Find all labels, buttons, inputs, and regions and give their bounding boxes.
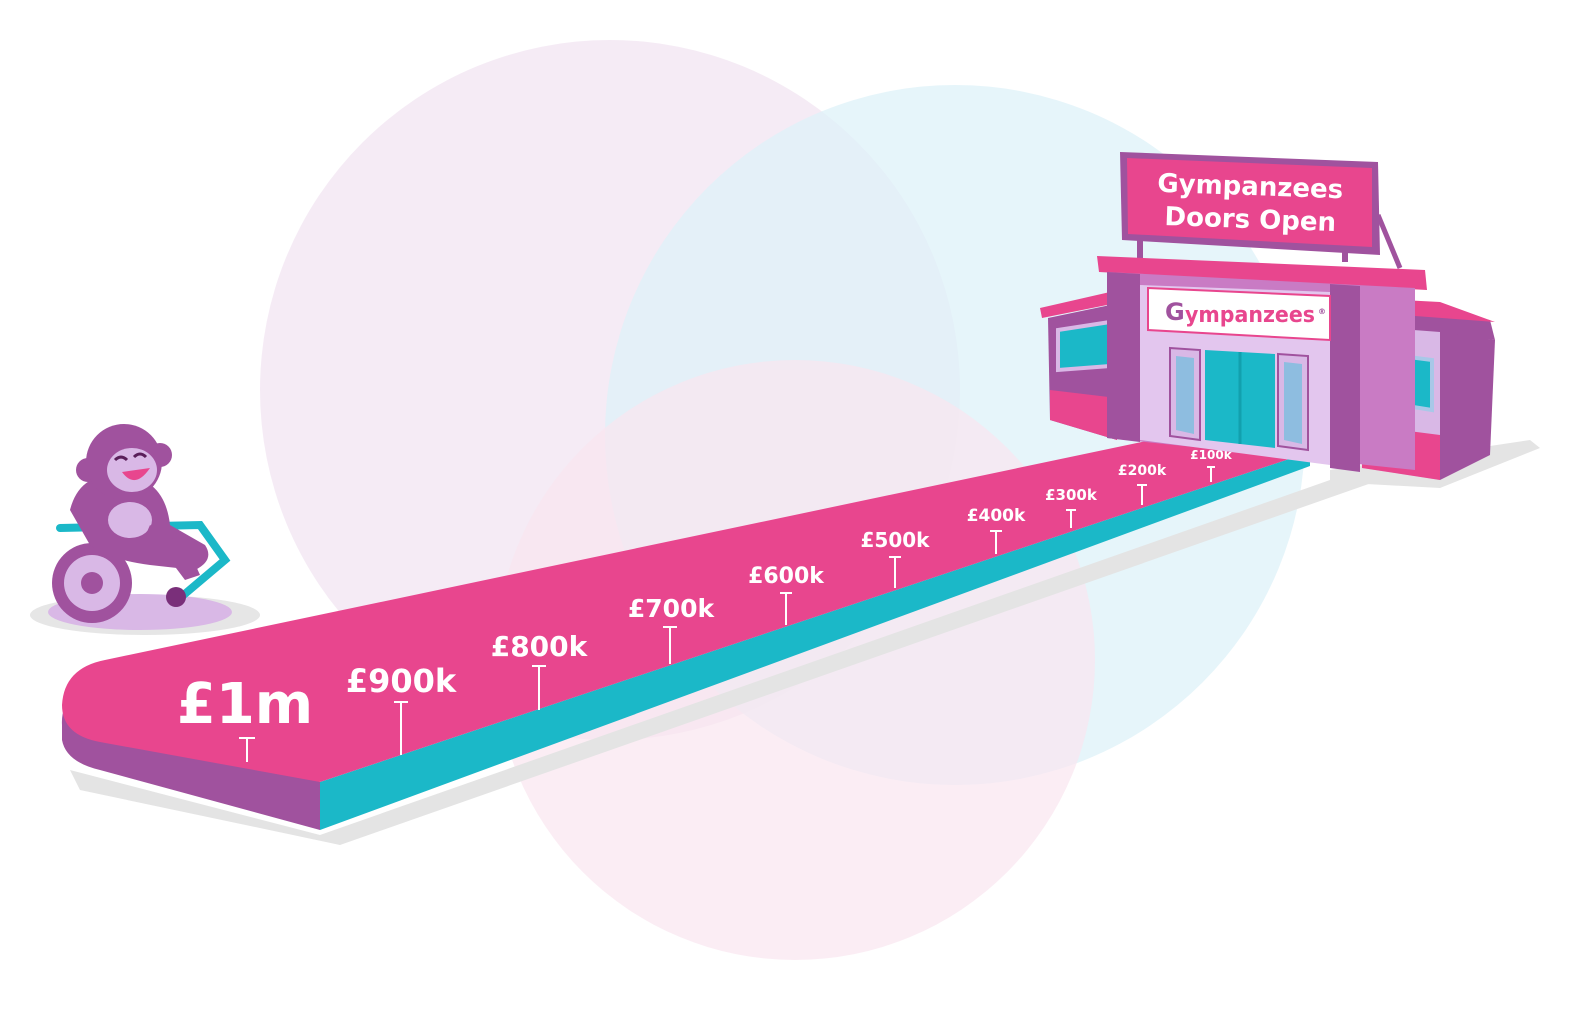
milestone-labels: £1m £900k £800k £700k £600k £500k £400k … bbox=[177, 448, 1233, 737]
monkey-eye-left bbox=[113, 455, 129, 462]
tick-700k bbox=[663, 626, 677, 664]
sign-board bbox=[1127, 158, 1372, 247]
left-wing-base bbox=[1050, 390, 1117, 440]
logo-trademark: ® bbox=[1318, 307, 1326, 316]
monkey-in-wheelchair-icon bbox=[30, 424, 260, 635]
tick-300k bbox=[1066, 509, 1076, 528]
milestone-label-200k: £200k bbox=[1118, 463, 1167, 479]
milestone-label-400k: £400k bbox=[967, 506, 1026, 526]
milestone-label-800k: £800k bbox=[491, 630, 589, 663]
sign-line-2: Doors Open bbox=[1164, 202, 1336, 238]
tick-1m bbox=[239, 737, 255, 762]
logo-mark: G bbox=[1165, 298, 1185, 326]
main-pillar-left bbox=[1107, 272, 1140, 442]
milestone-label-900k: £900k bbox=[346, 662, 457, 700]
wheelchair-small-wheel bbox=[166, 587, 186, 607]
milestone-label-1m: £1m bbox=[177, 672, 313, 737]
main-roof bbox=[1097, 256, 1427, 290]
milestone-label-300k: £300k bbox=[1045, 486, 1098, 504]
logo-text: ympanzees bbox=[1185, 303, 1315, 328]
track-top bbox=[62, 435, 1310, 782]
left-wing-roof bbox=[1040, 292, 1112, 318]
monkey-eye-right bbox=[132, 452, 148, 459]
logo-plate bbox=[1147, 286, 1331, 342]
wheelchair-wheel-hub bbox=[81, 572, 103, 594]
tick-600k bbox=[780, 592, 792, 625]
tick-200k bbox=[1137, 484, 1147, 505]
door-window-left bbox=[1176, 356, 1194, 434]
monkey-belly bbox=[108, 502, 152, 538]
milestone-label-500k: £500k bbox=[861, 528, 931, 552]
monkey-legs bbox=[140, 525, 200, 580]
monkey-mouth bbox=[122, 468, 150, 481]
milestone-label-100k: £100k bbox=[1190, 448, 1232, 462]
tick-400k bbox=[990, 530, 1002, 554]
sign-line-1: Gympanzees bbox=[1157, 169, 1344, 205]
milestone-label-700k: £700k bbox=[628, 594, 716, 623]
track bbox=[61, 435, 1310, 830]
tick-900k bbox=[394, 701, 408, 755]
track-front-side bbox=[320, 452, 1310, 830]
monkey-face bbox=[107, 448, 157, 492]
milestone-ticks bbox=[239, 466, 1215, 762]
left-wing-window bbox=[1056, 319, 1112, 373]
sign-brace bbox=[1375, 214, 1403, 269]
main-pillar-right bbox=[1330, 284, 1360, 472]
tick-100k bbox=[1207, 466, 1215, 482]
track-shadow bbox=[70, 480, 1380, 845]
tick-500k bbox=[889, 556, 901, 588]
door-window-right bbox=[1284, 362, 1302, 444]
right-wing-side bbox=[1440, 332, 1495, 480]
gympanzees-building-icon: Gympanzees Doors Open G ympanzees ® bbox=[1040, 152, 1540, 488]
milestone-label-600k: £600k bbox=[748, 564, 825, 589]
tick-800k bbox=[532, 665, 546, 710]
